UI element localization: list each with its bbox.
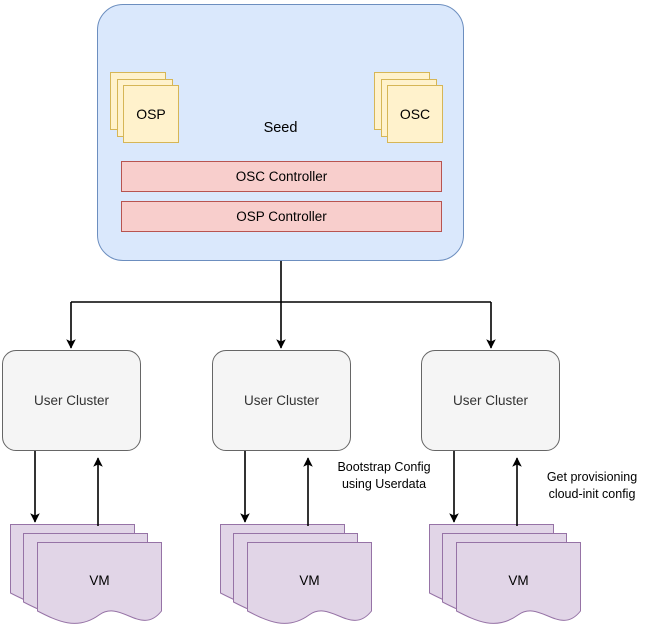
osc-controller-bar[interactable]: OSC Controller [121,161,442,192]
vm-stack-1[interactable]: VM [10,524,162,630]
osc-note-card-front: OSC [387,85,443,143]
osc-note-stack[interactable]: OSC [374,72,443,143]
vm-document-front [247,542,372,630]
vm-label-3: VM [508,572,529,588]
user-cluster-box-3[interactable]: User Cluster [421,350,560,451]
edge-label-bootstrap-config: Bootstrap Config using Userdata [337,460,431,491]
seed-label: Seed [263,120,298,136]
vm-document-front [456,542,581,630]
osp-note-stack[interactable]: OSP [110,72,179,143]
user-cluster-box-2[interactable]: User Cluster [212,350,351,451]
vm-label-2: VM [299,572,320,588]
osp-controller-bar[interactable]: OSP Controller [121,201,442,232]
vm-stack-2[interactable]: VM [220,524,372,630]
edge-label-get-provisioning: Get provisioning cloud-init config [546,470,638,501]
vm-label-1: VM [89,572,110,588]
vm-document-front [37,542,162,630]
vm-stack-3[interactable]: VM [429,524,581,630]
osp-note-card-front: OSP [123,85,179,143]
user-cluster-box-1[interactable]: User Cluster [2,350,141,451]
